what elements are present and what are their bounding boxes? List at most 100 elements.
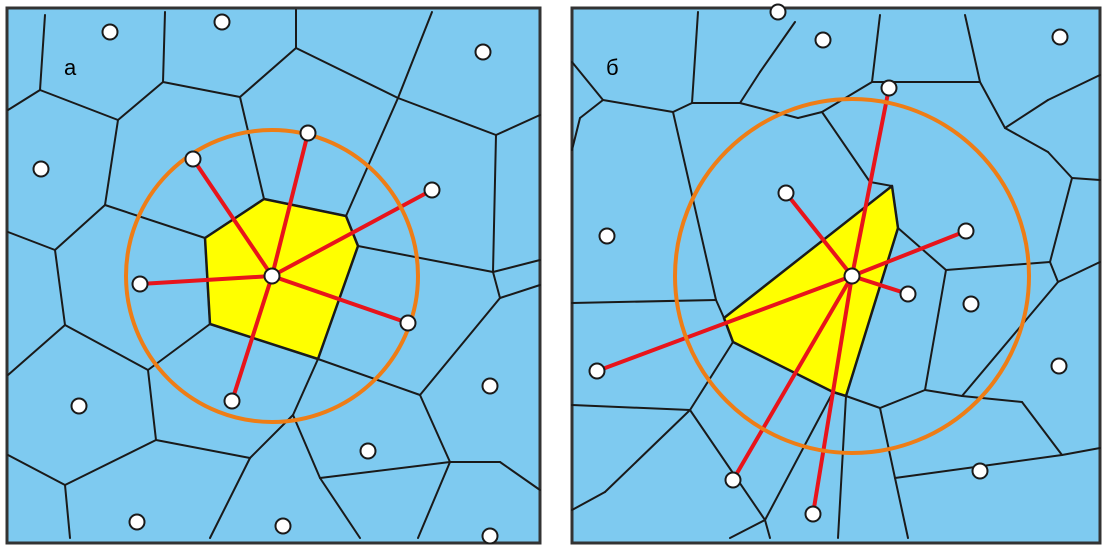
- neighbor-circle-a: [124, 128, 420, 424]
- site-point: [843, 267, 861, 285]
- cell-edge: [604, 409, 691, 493]
- neighbor-connectors-b: [595, 86, 968, 516]
- cell-edge: [292, 358, 319, 416]
- cell-edge: [64, 439, 157, 486]
- cell-edge: [894, 477, 909, 539]
- cell-edge: [961, 395, 1023, 403]
- site-point: [957, 222, 975, 240]
- cell-edge: [419, 297, 501, 396]
- site-point: [481, 377, 499, 395]
- site-point: [598, 227, 616, 245]
- cell-edge: [1047, 151, 1073, 179]
- site-point: [70, 397, 88, 415]
- neighbor-connector: [270, 274, 410, 325]
- cell-edge: [845, 395, 881, 409]
- cell-edge: [1049, 177, 1073, 263]
- cell-edge: [571, 117, 581, 151]
- cell-edge: [499, 461, 541, 491]
- neighbor-connector: [850, 229, 968, 278]
- cell-edge: [7, 324, 66, 376]
- cell-edge: [764, 391, 834, 521]
- cell-edge: [1047, 74, 1101, 101]
- cell-edge: [879, 407, 896, 479]
- site-point: [880, 79, 898, 97]
- site-point: [804, 505, 822, 523]
- cell-edge: [54, 204, 106, 251]
- cell-edge: [821, 111, 871, 183]
- cell-edge: [961, 281, 1059, 397]
- cell-edge: [319, 461, 451, 479]
- cell-edge: [397, 11, 433, 99]
- neighbor-connector: [230, 274, 274, 403]
- site-point: [899, 285, 917, 303]
- cell-edge: [239, 96, 265, 200]
- site-point: [962, 295, 980, 313]
- site-point: [814, 31, 832, 49]
- site-point: [299, 124, 317, 142]
- cell-edge: [672, 111, 717, 301]
- cell-edge: [602, 99, 674, 113]
- site-point: [131, 275, 149, 293]
- site-point: [971, 462, 989, 480]
- neighbor-connector: [138, 274, 274, 286]
- cell-edge: [879, 389, 926, 409]
- cell-edge: [1004, 99, 1049, 129]
- cell-edge: [39, 14, 46, 91]
- cell-edge: [147, 369, 157, 441]
- site-point: [474, 43, 492, 61]
- panel-b: б: [561, 0, 1115, 551]
- cell-edge: [7, 89, 41, 111]
- site-point: [128, 513, 146, 531]
- site-point: [769, 3, 787, 21]
- neighbor-circle-b: [673, 97, 1031, 455]
- cell-edge: [499, 284, 541, 299]
- cell-edge: [691, 11, 699, 104]
- cell-edge: [417, 461, 451, 539]
- sites-a: [32, 13, 499, 545]
- cell-edge: [759, 21, 796, 73]
- site-point: [223, 392, 241, 410]
- cell-edge: [295, 47, 399, 99]
- cell-edge: [319, 477, 361, 539]
- cell-edge: [492, 259, 541, 273]
- cell-edge: [964, 14, 981, 83]
- site-point: [32, 160, 50, 178]
- cell-edge: [1057, 261, 1101, 283]
- neighbor-connector: [191, 157, 274, 278]
- cell-edge: [871, 14, 881, 83]
- cell-edge: [571, 299, 717, 304]
- cell-edge: [571, 61, 604, 101]
- cell-edge: [729, 519, 766, 539]
- neighbor-connector: [731, 274, 854, 482]
- cell-edge: [689, 409, 766, 521]
- site-point: [1051, 28, 1069, 46]
- cell-edge: [571, 404, 691, 411]
- cell-edge: [147, 323, 211, 371]
- cell-edge: [54, 249, 66, 326]
- cell-edge: [924, 389, 963, 397]
- neighbor-connector: [784, 191, 854, 278]
- site-point: [101, 23, 119, 41]
- cell-edge: [397, 97, 497, 136]
- cell-edge: [979, 81, 1006, 129]
- site-point: [213, 13, 231, 31]
- cell-edge: [7, 231, 56, 251]
- cell-edge: [239, 47, 297, 98]
- neighbor-connector: [850, 274, 910, 296]
- cell-edge: [739, 102, 799, 119]
- site-point: [263, 267, 281, 285]
- site-point: [481, 527, 499, 545]
- cell-edge: [764, 519, 771, 539]
- cell-edge: [689, 341, 734, 411]
- cell-edge: [924, 269, 947, 391]
- cell-edge: [495, 114, 541, 136]
- cell-edge: [945, 261, 1051, 271]
- neighbor-connector: [811, 274, 854, 516]
- neighbor-connector: [270, 188, 434, 278]
- cell-edge: [39, 89, 119, 121]
- site-point: [423, 181, 441, 199]
- cell-edge: [162, 11, 166, 83]
- cell-edge: [104, 204, 206, 239]
- neighbor-connectors-a: [138, 131, 434, 403]
- cell-edge: [117, 81, 164, 121]
